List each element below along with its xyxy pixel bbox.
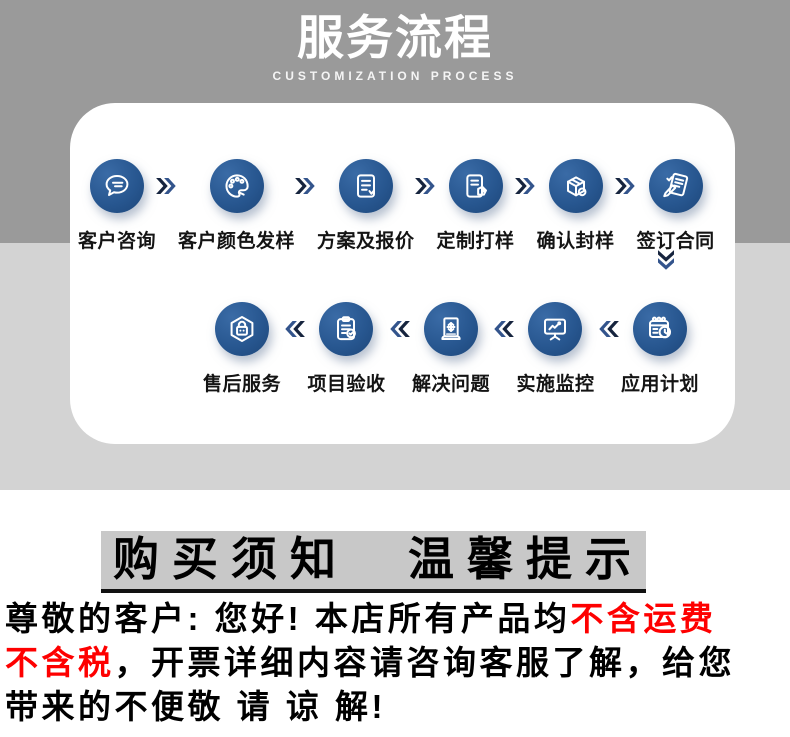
step-label: 确认封样 — [536, 231, 615, 252]
process-step: 客户咨询 — [78, 159, 156, 253]
arrow-left-icon — [492, 321, 515, 342]
step-label: 方案及报价 — [317, 231, 415, 252]
process-step: 签订合同 — [637, 159, 715, 253]
step-label: 定制打样 — [436, 231, 515, 252]
arrow-right-icon — [614, 178, 637, 199]
step-label: 客户颜色发样 — [178, 231, 296, 252]
process-step: 售后服务 — [203, 302, 281, 396]
process-step: 确认封样 — [537, 159, 615, 253]
notice-line: 尊敬的客户: 您好! 本店所有产品均不含运费 — [5, 597, 787, 641]
monitor-icon — [528, 302, 583, 356]
step-label: 应用计划 — [620, 374, 699, 395]
arrow-right-icon — [414, 178, 437, 199]
arrow-left-icon — [388, 321, 410, 342]
acceptance-clipboard-icon — [319, 302, 374, 356]
step-label: 解决问题 — [411, 374, 490, 395]
palette-icon — [209, 159, 264, 213]
notice-text: 带来的不便敬 请 谅 解! — [5, 688, 386, 725]
step-label: 客户咨询 — [78, 231, 157, 252]
section-header: 服务流程 CUSTOMIZATION PROCESS — [0, 11, 790, 84]
notice-text-red: 不含税 — [5, 644, 115, 681]
calendar-plan-icon — [632, 302, 687, 356]
quote-doc-icon — [338, 159, 393, 213]
sample-tag-icon — [448, 159, 503, 213]
notice-text: ，开票详细内容请咨询客服了解，给您 — [114, 644, 735, 681]
process-step: 实施监控 — [516, 302, 594, 396]
arrow-right-icon — [295, 178, 317, 199]
package-icon — [548, 159, 603, 213]
process-step: 应用计划 — [621, 302, 699, 396]
step-label: 项目验收 — [307, 374, 386, 395]
process-card: 客户咨询 客户颜色发样 方案及报价 定制打样 确认封样 签订合同 售后服务 项目… — [70, 103, 735, 444]
step-label: 签订合同 — [636, 231, 715, 252]
arrow-down-icon — [655, 250, 677, 274]
step-label: 实施监控 — [516, 374, 595, 395]
notice-heading-wrap: 购买须知 温馨提示 — [0, 531, 790, 593]
notice-line: 带来的不便敬 请 谅 解! — [5, 685, 787, 729]
notice-heading: 购买须知 温馨提示 — [101, 531, 646, 593]
process-row-1: 客户咨询 客户颜色发样 方案及报价 定制打样 确认封样 签订合同 — [70, 103, 735, 253]
notice-body: 尊敬的客户: 您好! 本店所有产品均不含运费不含税，开票详细内容请咨询客服了解，… — [5, 597, 787, 729]
aftersale-shield-icon — [215, 302, 269, 356]
process-row-2: 售后服务 项目验收 解决问题 实施监控 应用计划 — [70, 253, 735, 396]
section-title: 服务流程 — [297, 11, 493, 64]
notice-line: 不含税，开票详细内容请咨询客服了解，给您 — [5, 641, 787, 685]
section-subtitle: CUSTOMIZATION PROCESS — [272, 69, 518, 83]
process-step: 客户颜色发样 — [178, 159, 295, 253]
chat-icon — [90, 159, 144, 213]
process-step: 定制打样 — [437, 159, 515, 253]
problem-solving-icon — [423, 302, 478, 356]
arrow-right-icon — [156, 178, 178, 199]
notice-text: 尊敬的客户: 您好! 本店所有产品均 — [5, 600, 571, 637]
arrow-right-icon — [514, 178, 537, 199]
contract-icon — [648, 159, 703, 213]
process-step: 解决问题 — [412, 302, 490, 396]
notice-text-red: 不含运费 — [570, 600, 717, 637]
arrow-left-icon — [283, 321, 306, 342]
step-label: 售后服务 — [203, 374, 282, 395]
process-step: 项目验收 — [307, 302, 385, 396]
process-step: 方案及报价 — [317, 159, 415, 253]
arrow-left-icon — [597, 321, 619, 342]
